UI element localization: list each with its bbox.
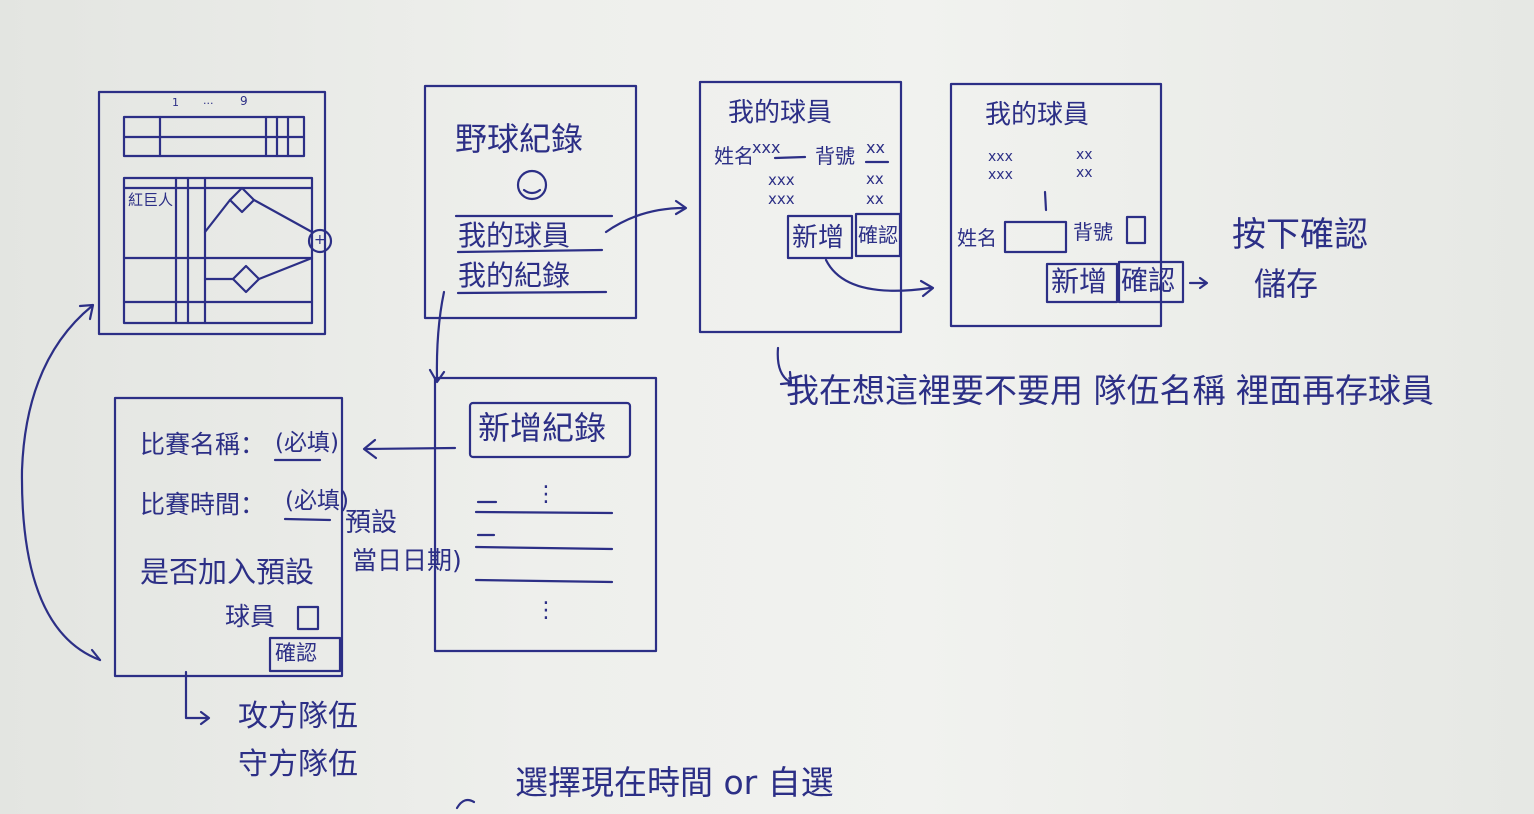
players-list-xx-row-2: xx	[866, 190, 884, 208]
player-add-xx-2: xx	[1076, 165, 1093, 181]
player-add-xxx-1: xxx	[988, 149, 1013, 165]
players-list-xx-row-1: xx	[866, 170, 884, 188]
player-add-frame	[949, 82, 1163, 328]
menu-my-records[interactable]: 我的紀錄	[458, 259, 571, 292]
scoresheet-frame	[97, 90, 327, 336]
player-add-screen	[949, 82, 1185, 328]
player-add-add-button[interactable]: 新增	[1051, 265, 1108, 298]
player-add-confirm-button[interactable]: 確認	[1121, 266, 1175, 297]
game-name-label: 比賽名稱：	[140, 430, 266, 459]
home-screen	[423, 84, 638, 320]
player-add-name-label: 姓名	[957, 226, 997, 250]
diamond-mark-1	[228, 186, 256, 214]
add-record-button[interactable]: 新增紀錄	[478, 409, 607, 447]
question-note: 我在想這裡要不要用 隊伍名稱 裡面再存球員	[786, 371, 1434, 410]
record-dots-1: ⋮	[535, 482, 557, 507]
confirm-box-2	[1117, 260, 1185, 304]
home-frame	[423, 84, 638, 320]
game-form-confirm-button[interactable]: 確認	[275, 641, 317, 665]
arrow-records-to-form	[363, 446, 457, 451]
player-add-xxx-2: xxx	[988, 167, 1013, 183]
teams-note-line2: 守方隊伍	[238, 747, 358, 782]
players-word-label: 球員	[225, 602, 276, 631]
save-note-line1: 按下確認	[1232, 215, 1368, 255]
game-time-label: 比賽時間：	[140, 490, 266, 519]
confirm-box	[854, 212, 902, 258]
player-add-number-label: 背號	[1073, 220, 1113, 244]
add-plus-label: +	[314, 232, 326, 248]
players-list-confirm-button[interactable]: 確認	[858, 223, 898, 247]
players-list-title: 我的球員	[728, 98, 833, 128]
arrow-to-question	[776, 346, 792, 384]
players-list-xxx-row-1: xxx	[768, 171, 795, 189]
inning-1-label: 1	[172, 96, 179, 109]
arrow-time-note	[455, 798, 476, 810]
players-list-number-label: 背號	[815, 144, 855, 168]
players-checkbox	[296, 605, 320, 631]
add-circle	[307, 228, 333, 254]
player-add-title: 我的球員	[985, 100, 1090, 130]
players-list-name-label: 姓名	[714, 144, 754, 168]
menu-my-players[interactable]: 我的球員	[458, 219, 571, 252]
inning-dots-label: ...	[203, 94, 214, 107]
players-list-name-value: xxx	[752, 138, 781, 157]
arrow-form-to-teams	[184, 670, 210, 720]
record-dots-2: ⋮	[535, 598, 557, 623]
game-time-required: (必填)	[285, 488, 349, 514]
score-grid	[122, 176, 314, 325]
number-input	[1125, 215, 1147, 245]
players-list-screen	[698, 80, 903, 334]
players-list-frame	[698, 80, 903, 334]
records-screen	[433, 376, 658, 653]
player-add-xx-1: xx	[1076, 147, 1093, 163]
game-form-frame	[113, 396, 344, 678]
add-record-box	[468, 401, 632, 459]
players-list-number-value: xx	[866, 138, 885, 157]
inning-9-label: 9	[240, 94, 248, 108]
form-confirm-box	[268, 636, 342, 673]
game-name-required: (必填)	[275, 430, 339, 456]
home-title: 野球紀錄	[455, 120, 584, 158]
ball-icon	[516, 169, 548, 201]
default-date-note-line1: 預設	[345, 508, 398, 538]
records-frame	[433, 376, 658, 653]
add-box-2	[1045, 262, 1119, 304]
default-players-label: 是否加入預設	[140, 555, 315, 589]
add-box	[786, 214, 854, 260]
players-list-add-button[interactable]: 新增	[792, 223, 845, 253]
diamond-mark-2	[231, 264, 261, 294]
batting-order-label: 紅巨人	[128, 191, 174, 209]
scoresheet-screen	[97, 90, 333, 336]
arrow-add-to-form	[824, 258, 932, 292]
default-date-note-line2: 當日日期)	[352, 546, 462, 575]
arrow-home-to-players	[604, 206, 686, 234]
flow-arrows	[20, 199, 1209, 810]
time-note: 選擇現在時間 or 自選	[515, 763, 834, 802]
teams-note-line1: 攻方隊伍	[238, 699, 358, 734]
game-form-screen	[113, 396, 344, 678]
save-note-line2: 儲存	[1254, 265, 1319, 303]
name-input	[1003, 220, 1068, 254]
players-list-xxx-row-2: xxx	[768, 190, 795, 208]
arrow-form-to-scoresheet	[20, 304, 102, 662]
arrow-home-to-records	[435, 290, 446, 382]
